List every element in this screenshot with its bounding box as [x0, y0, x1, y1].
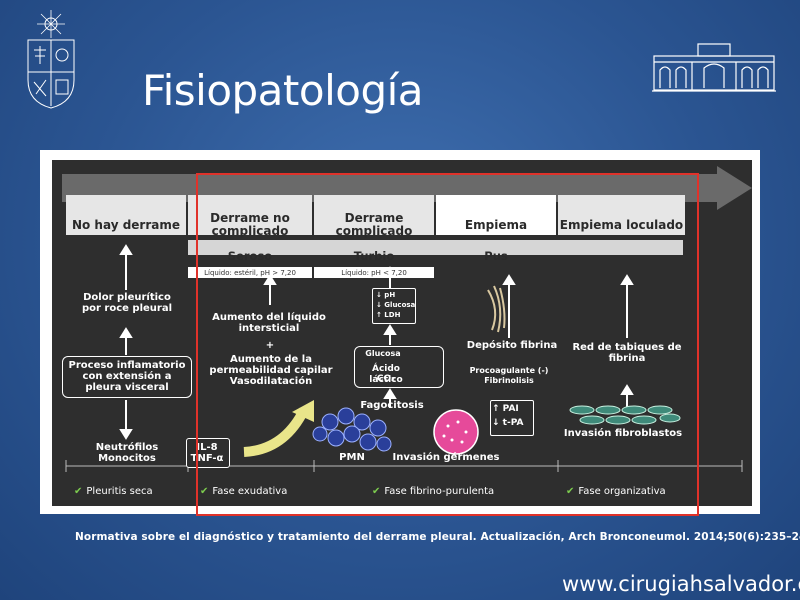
building-logo-icon: [652, 43, 776, 92]
stage-label-loculated: Empiema loculado: [559, 217, 684, 232]
arrow-down-1: [119, 429, 133, 440]
header-box-2: [188, 195, 312, 235]
cells-text: Neutrófilos Monocitos: [95, 442, 159, 464]
arrow-up-5: [383, 324, 397, 335]
plus-sign: +: [265, 340, 275, 351]
markers-box: [372, 288, 416, 324]
fibroblast-invasion-text: Invasión fibroblastos: [563, 428, 683, 439]
figure-frame: No hay derrame Derrame no complicado Der…: [40, 150, 760, 516]
arrow-up-1: [119, 244, 133, 255]
fluid-serous: Seroso: [227, 249, 273, 263]
cycle-glucose: Glucosa: [365, 349, 401, 358]
arrow-up-2: [119, 327, 133, 338]
marker-glucose: ↓ Glucosa: [376, 301, 416, 309]
stage-label-uncomplicated: Derrame no complicado: [210, 211, 290, 238]
fibrin-septa-text: Red de tabiques de fibrina: [572, 342, 682, 364]
marker-ldh: ↑ LDH: [376, 311, 401, 319]
phase-exudative: ✔Fase exudativa: [200, 486, 288, 497]
fluid-turbid: Turbio: [353, 249, 395, 263]
fibrin-deposit-text: Depósito fibrina: [466, 340, 558, 351]
arrow-up-9: [620, 384, 634, 395]
highlight-frame: [196, 173, 699, 516]
arrow-up-7: [502, 274, 516, 285]
fibroblast-cells: [569, 405, 681, 425]
mediators-text: IL-8 TNF-α: [190, 442, 224, 464]
fluid-pus: Pus: [484, 249, 508, 263]
pai-text: ↑ PAI: [492, 404, 519, 414]
cycle-lactic: Ácido láctico: [369, 364, 403, 385]
mediators-box: [186, 438, 230, 468]
slide-title: Fisiopatología: [142, 66, 424, 116]
pmn-cells: [312, 407, 392, 452]
fluid-type-bar: [188, 240, 683, 255]
pai-box: [490, 400, 534, 436]
phase-organizing: ✔Fase organizativa: [566, 486, 666, 497]
header-box-5: [558, 195, 685, 235]
phase-fibrinopurulent: ✔Fase fibrino-purulenta: [372, 486, 495, 497]
tpa-text: ↓ t-PA: [492, 418, 524, 428]
header-box-4: [436, 195, 556, 235]
liquid-note-ph: Líquido: pH < 7,20: [314, 267, 434, 278]
arrow-up-3: [263, 274, 277, 285]
germ-cell: [433, 409, 479, 455]
cycle-box: [354, 346, 444, 388]
pmn-text: PMN: [339, 452, 365, 463]
inflammation-text: Proceso inflamatorio con extensión a ple…: [68, 360, 186, 393]
arrow-up-6: [383, 388, 397, 399]
stage-label-empyema: Empiema: [464, 217, 528, 232]
liquid-note-sterile: Líquido: estéril, pH > 7,20: [188, 267, 312, 278]
stage-label-no-effusion: No hay derrame: [71, 217, 181, 232]
header-box-3: [314, 195, 434, 235]
pleuritic-pain-text: Dolor pleurítico por roce pleural: [81, 292, 173, 314]
germ-invasion-text: Invasión gérmenes: [392, 452, 500, 463]
diagram-graphics: [62, 166, 752, 472]
stage-label-complicated: Derrame complicado: [335, 211, 413, 238]
inflammation-box: [62, 356, 192, 398]
header-box-1: [66, 195, 186, 235]
yellow-arrow: [243, 407, 309, 457]
permeability-text: Aumento de la permeabilidad capilar Vaso…: [209, 354, 333, 387]
phagocytosis-text: Fagocitosis: [360, 400, 424, 411]
procoagulant-text: Procoagulante (-) Fibrinolisis: [469, 366, 549, 385]
university-seal-icon: [27, 10, 75, 109]
pathophysiology-diagram: No hay derrame Derrame no complicado Der…: [52, 160, 752, 516]
marker-ph: ↓ pH: [376, 291, 396, 299]
figure-caption: Normativa sobre el diagnóstico y tratami…: [75, 531, 800, 543]
cycle-co2: CO₂: [376, 374, 396, 384]
fibrin-strands: [487, 285, 506, 333]
phase-dry-pleuritis: ✔Pleuritis seca: [74, 486, 153, 497]
liquid-increase-text: Aumento del líquido intersticial: [212, 312, 326, 334]
arrow-up-8: [620, 274, 634, 285]
footer-url: www.cirugiahsalvador.cl: [562, 572, 800, 596]
